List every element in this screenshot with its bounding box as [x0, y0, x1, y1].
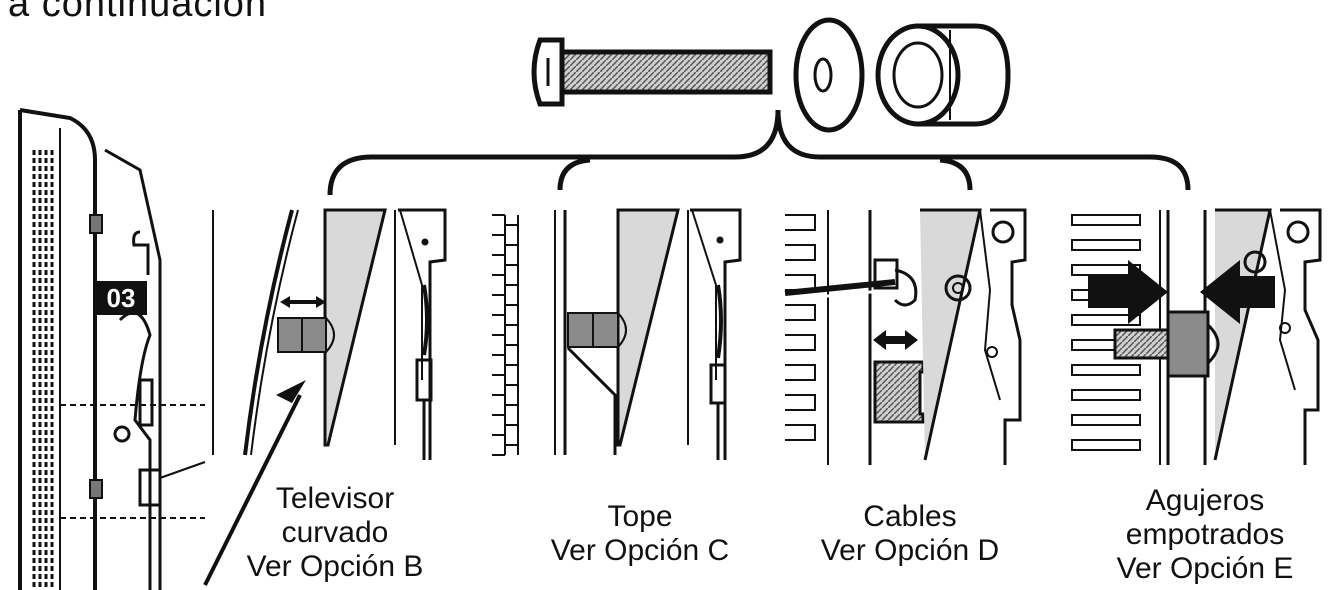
tv-side-view [18, 108, 206, 590]
caption-line: empotrados [1125, 518, 1285, 551]
caption-option-d: Cables Ver Opción D [790, 500, 1030, 568]
caption-line: Ver Opción C [550, 534, 730, 567]
step-badge: 03 [95, 281, 147, 315]
caption-line: Ver Opción B [246, 550, 424, 583]
washer-icon [793, 17, 865, 133]
caption-option-e: Agujeros empotrados Ver Opción E [1085, 484, 1325, 586]
panel-cables [784, 208, 1027, 465]
depth-arrow-icon [873, 330, 918, 350]
options-bracket [327, 109, 1191, 196]
gap-arrow-icon [280, 296, 326, 308]
panel-recessed-holes [1071, 208, 1322, 465]
panel-curved-tv [212, 208, 447, 460]
caption-line: curvado [281, 516, 389, 549]
caption-line: Ver Opción D [820, 534, 1000, 567]
caption-line: Ver Opción E [1116, 552, 1294, 585]
page-heading: a continuación [8, 0, 268, 25]
press-arrow-right-icon [1200, 260, 1275, 324]
pointer-arrowhead-icon [276, 380, 306, 403]
caption-option-c: Tope Ver Opción C [520, 500, 760, 568]
caption-line: Agujeros [1145, 484, 1265, 517]
tv-vent-slots [785, 214, 816, 441]
caption-line: Cables [863, 500, 957, 533]
panel-stopper [492, 208, 742, 460]
caption-line: Televisor [275, 482, 395, 515]
screw-icon [531, 37, 773, 107]
tv-vent-slots [32, 150, 54, 590]
spacer-icon [875, 23, 1011, 127]
caption-line: Tope [607, 500, 673, 533]
caption-option-b: Televisor curvado Ver Opción B [215, 482, 455, 584]
tv-vent-slots [492, 214, 519, 456]
leader-line [203, 394, 302, 586]
press-arrow-left-icon [1088, 260, 1168, 324]
